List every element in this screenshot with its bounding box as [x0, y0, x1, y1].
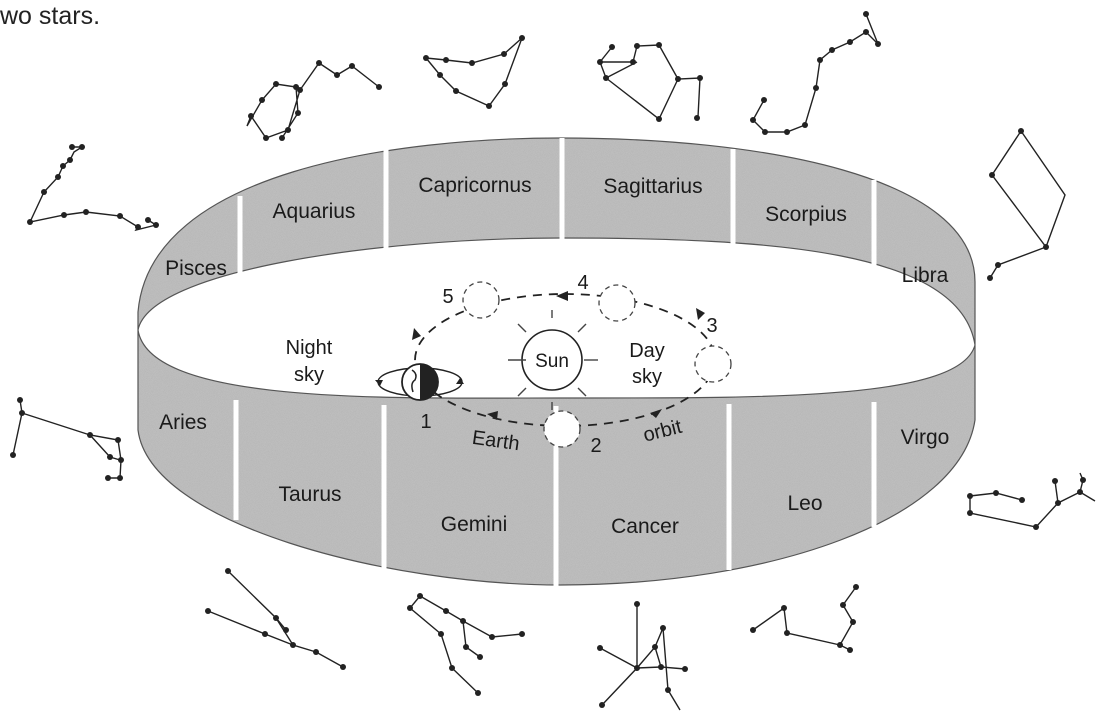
night-sky-label: sky	[294, 364, 324, 386]
sign-cancer: Cancer	[611, 515, 679, 538]
night-label: Night	[286, 337, 333, 359]
constellation-sagittarius-icon	[597, 42, 703, 122]
sign-pisces: Pisces	[165, 257, 227, 280]
sign-aries: Aries	[159, 411, 207, 434]
constellation-aquarius-icon	[247, 60, 382, 141]
sign-aquarius: Aquarius	[273, 200, 356, 223]
constellation-libra-icon	[987, 128, 1065, 281]
constellation-gemini-icon	[407, 593, 525, 696]
sign-sagittarius: Sagittarius	[603, 175, 702, 198]
sign-capricornus: Capricornus	[418, 174, 531, 197]
constellation-leo-icon	[750, 584, 859, 653]
position-label-1: 1	[420, 411, 431, 433]
zodiac-band-back	[138, 138, 975, 345]
constellation-aries-icon	[10, 397, 124, 481]
orbit-arrow-left	[412, 328, 421, 340]
sign-leo: Leo	[787, 492, 822, 515]
position-label-4: 4	[577, 272, 588, 294]
constellation-cancer-icon	[597, 601, 688, 710]
earth-globe-icon	[375, 364, 464, 400]
day-label: Day	[629, 340, 665, 362]
orbit-arrow-right	[696, 308, 705, 320]
day-sky-label: sky	[632, 366, 662, 388]
constellation-pisces-icon	[27, 144, 159, 230]
sun-label: Sun	[535, 351, 569, 372]
sign-taurus: Taurus	[278, 483, 341, 506]
earth-position-5	[463, 282, 499, 318]
sign-libra: Libra	[902, 264, 949, 287]
position-label-3: 3	[706, 315, 717, 337]
position-label-5: 5	[442, 286, 453, 308]
earth-position-3	[695, 346, 731, 382]
sign-gemini: Gemini	[441, 513, 508, 536]
sign-scorpius: Scorpius	[765, 203, 847, 226]
caption-text: wo stars.	[0, 2, 100, 31]
constellation-virgo-icon	[967, 473, 1095, 530]
sign-virgo: Virgo	[901, 426, 950, 449]
earth-position-4	[599, 285, 635, 321]
position-label-2: 2	[590, 435, 601, 457]
earth-position-2	[544, 411, 580, 447]
constellation-scorpius-icon	[750, 11, 881, 135]
constellation-capricornus-icon	[423, 35, 525, 109]
orbit-arrow-top	[556, 291, 568, 301]
constellation-taurus-icon	[205, 568, 346, 670]
